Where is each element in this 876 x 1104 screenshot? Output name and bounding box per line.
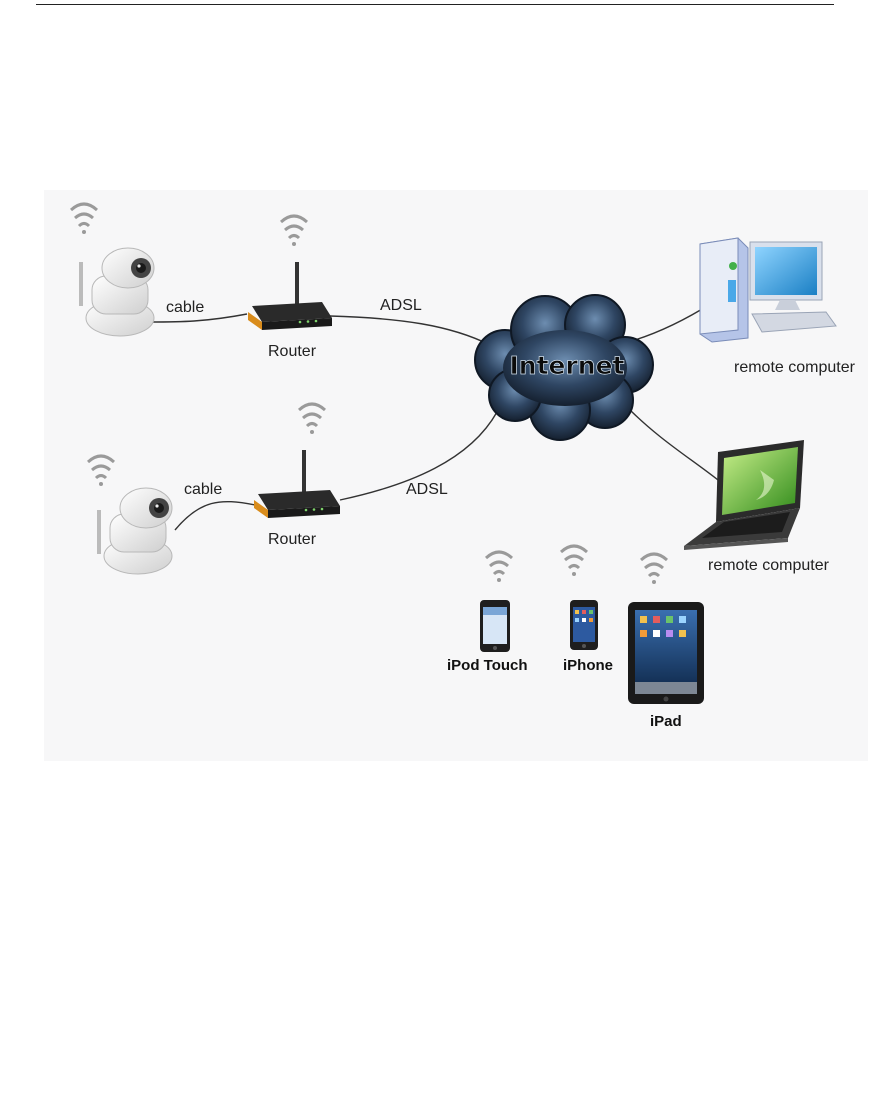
ipad-icon (628, 602, 704, 704)
wifi-icon (641, 554, 667, 584)
wifi-icon (486, 552, 512, 582)
ipod-touch-label: iPod Touch (447, 658, 528, 673)
wifi-icon (88, 456, 114, 486)
ipad-label: iPad (650, 714, 682, 729)
wifi-icon (281, 216, 307, 246)
router-icon (254, 450, 340, 518)
adsl-label-1: ADSL (380, 298, 422, 314)
adsl-label-2: ADSL (406, 482, 448, 498)
cable-label-2: cable (184, 482, 222, 498)
router-icon (248, 262, 332, 330)
cable-label-1: cable (166, 300, 204, 316)
remote-computer-label-1: remote computer (734, 360, 855, 376)
laptop-icon (684, 440, 804, 550)
desktop-computer-icon (700, 238, 836, 342)
cloud-label: Internet (509, 351, 624, 380)
ip-camera-icon (79, 248, 154, 336)
remote-computer-label-2: remote computer (708, 558, 829, 574)
router-label-1: Router (268, 344, 316, 360)
ip-camera-icon (97, 488, 172, 574)
ipod-touch-icon (480, 600, 510, 652)
wifi-icon (561, 546, 587, 576)
router-label-2: Router (268, 532, 316, 548)
iphone-label: iPhone (563, 658, 613, 673)
iphone-icon (570, 600, 598, 650)
wifi-icon (299, 404, 325, 434)
wifi-icon (71, 204, 97, 234)
